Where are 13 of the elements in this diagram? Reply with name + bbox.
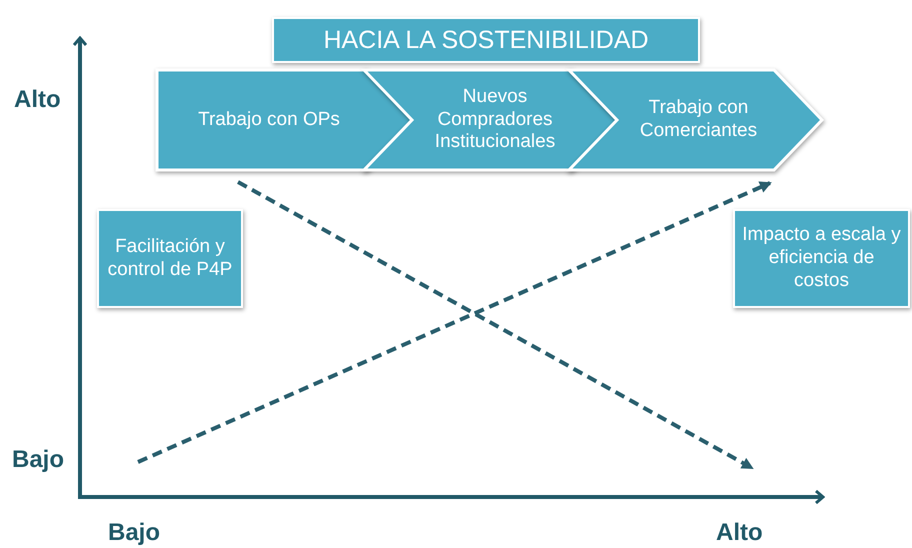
axis-label: Alto — [14, 86, 61, 114]
text-box — [733, 209, 910, 308]
step-label: Impacto a escala y eficiencia de costos — [741, 224, 902, 293]
axis-label: Alto — [716, 519, 763, 547]
step-label: Trabajo con OPs — [198, 108, 340, 132]
text-box — [97, 209, 243, 308]
title-box — [272, 17, 700, 63]
step-label: Facilitación y control de P4P — [106, 236, 234, 282]
step-label: Trabajo con Comerciantes — [638, 97, 758, 143]
axis-label: Bajo — [12, 446, 64, 474]
axis-label: Bajo — [108, 519, 160, 547]
step-label: Nuevos Compradores Institucionales — [434, 86, 556, 154]
heading: HACIA LA SOSTENIBILIDAD — [323, 25, 649, 55]
